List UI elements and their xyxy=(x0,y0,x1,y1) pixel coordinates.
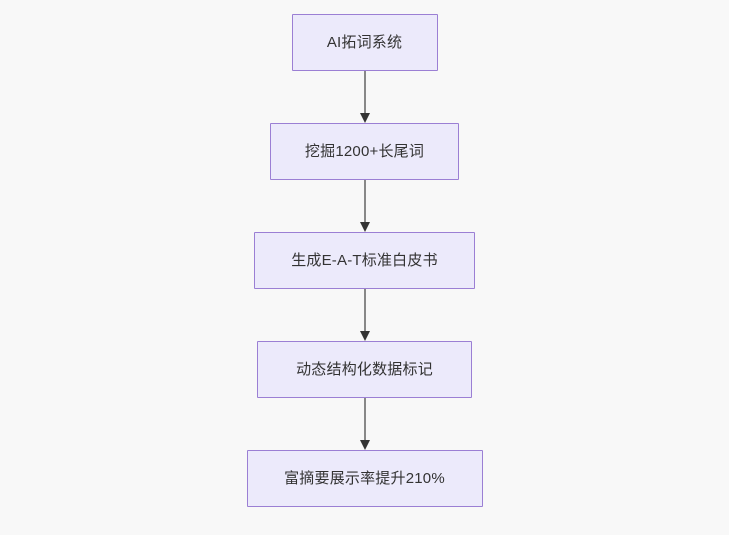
edge-line xyxy=(363,180,366,224)
flow-node-label: 富摘要展示率提升210% xyxy=(284,470,445,487)
flow-node-label: 生成E-A-T标准白皮书 xyxy=(291,252,438,269)
flow-edge-n3-n4 xyxy=(359,289,371,341)
flow-node-label: AI拓词系统 xyxy=(326,34,403,51)
arrowhead-down-icon xyxy=(359,113,370,123)
arrowhead-down-icon xyxy=(359,440,370,450)
flow-edge-n1-n2 xyxy=(359,71,371,123)
flow-node-ai-keyword-system[interactable]: AI拓词系统 xyxy=(291,14,438,71)
flow-node-rich-snippet-impression-lift[interactable]: 富摘要展示率提升210% xyxy=(246,450,483,507)
edge-line xyxy=(363,71,366,115)
flow-edge-n4-n5 xyxy=(359,398,371,450)
flow-edge-n2-n3 xyxy=(359,180,371,232)
flow-node-label: 动态结构化数据标记 xyxy=(296,361,433,378)
edge-line xyxy=(363,289,366,333)
flow-node-generate-eat-whitepaper[interactable]: 生成E-A-T标准白皮书 xyxy=(254,232,475,289)
edge-line xyxy=(363,398,366,442)
flow-node-label: 挖掘1200+长尾词 xyxy=(304,143,425,160)
arrowhead-down-icon xyxy=(359,331,370,341)
flow-node-dynamic-structured-data-markup[interactable]: 动态结构化数据标记 xyxy=(257,341,472,398)
arrowhead-down-icon xyxy=(359,222,370,232)
flow-node-mine-longtail-keywords[interactable]: 挖掘1200+长尾词 xyxy=(270,123,459,180)
